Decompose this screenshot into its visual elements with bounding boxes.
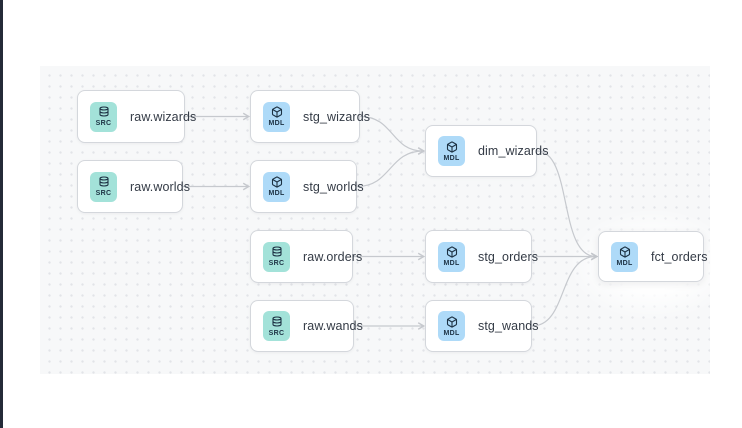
node-stg-orders[interactable]: MDL stg_orders [425, 230, 538, 283]
mdl-badge: MDL [438, 311, 465, 341]
src-badge: SRC [263, 241, 290, 272]
node-label: stg_worlds [303, 179, 364, 194]
database-icon [98, 176, 110, 188]
node-label: raw.wands [303, 319, 363, 333]
cube-icon [619, 246, 631, 258]
src-badge: SRC [90, 171, 117, 202]
node-stg-wands[interactable]: MDL stg_wands [425, 300, 539, 352]
cube-icon [446, 140, 458, 153]
node-label: fct_orders [651, 249, 708, 264]
badge-label: SRC [95, 120, 112, 127]
badge-label: MDL [443, 329, 460, 337]
node-label: raw.orders [303, 249, 363, 264]
window-edge-strip [0, 0, 3, 428]
node-stg-wizards[interactable]: MDL stg_wizards [250, 90, 370, 143]
cube-icon [446, 246, 458, 258]
database-icon [271, 246, 283, 258]
node-label: raw.worlds [130, 179, 191, 194]
node-label: dim_wizards [478, 144, 549, 158]
cube-icon [271, 106, 283, 118]
database-icon [271, 315, 283, 328]
node-dim-wizards[interactable]: MDL dim_wizards [425, 125, 548, 177]
node-label: stg_orders [478, 249, 539, 264]
mdl-badge: MDL [263, 171, 290, 202]
node-label: stg_wizards [303, 109, 371, 124]
mdl-badge: MDL [438, 241, 465, 272]
badge-label: MDL [268, 190, 285, 197]
node-label: stg_wands [478, 319, 539, 333]
badge-label: MDL [616, 260, 633, 267]
badge-label: SRC [95, 190, 112, 197]
node-label: raw.wizards [130, 109, 197, 124]
node-fct-orders[interactable]: MDL fct_orders [598, 231, 707, 282]
src-badge: SRC [263, 311, 290, 341]
cube-icon [271, 176, 283, 188]
badge-label: SRC [268, 329, 285, 337]
node-raw-orders[interactable]: SRC raw.orders [250, 230, 362, 283]
badge-label: MDL [443, 260, 460, 267]
src-badge: SRC [90, 101, 117, 132]
node-raw-wands[interactable]: SRC raw.wands [250, 300, 363, 352]
mdl-badge: MDL [263, 101, 290, 132]
badge-label: SRC [268, 260, 285, 267]
node-stg-worlds[interactable]: MDL stg_worlds [250, 160, 364, 213]
mdl-badge: MDL [438, 136, 465, 166]
badge-label: MDL [268, 120, 285, 127]
badge-label: MDL [443, 154, 460, 162]
cube-icon [446, 315, 458, 328]
database-icon [98, 106, 110, 118]
node-raw-wizards[interactable]: SRC raw.wizards [77, 90, 196, 143]
node-raw-worlds[interactable]: SRC raw.worlds [77, 160, 190, 213]
mdl-badge: MDL [611, 241, 638, 272]
